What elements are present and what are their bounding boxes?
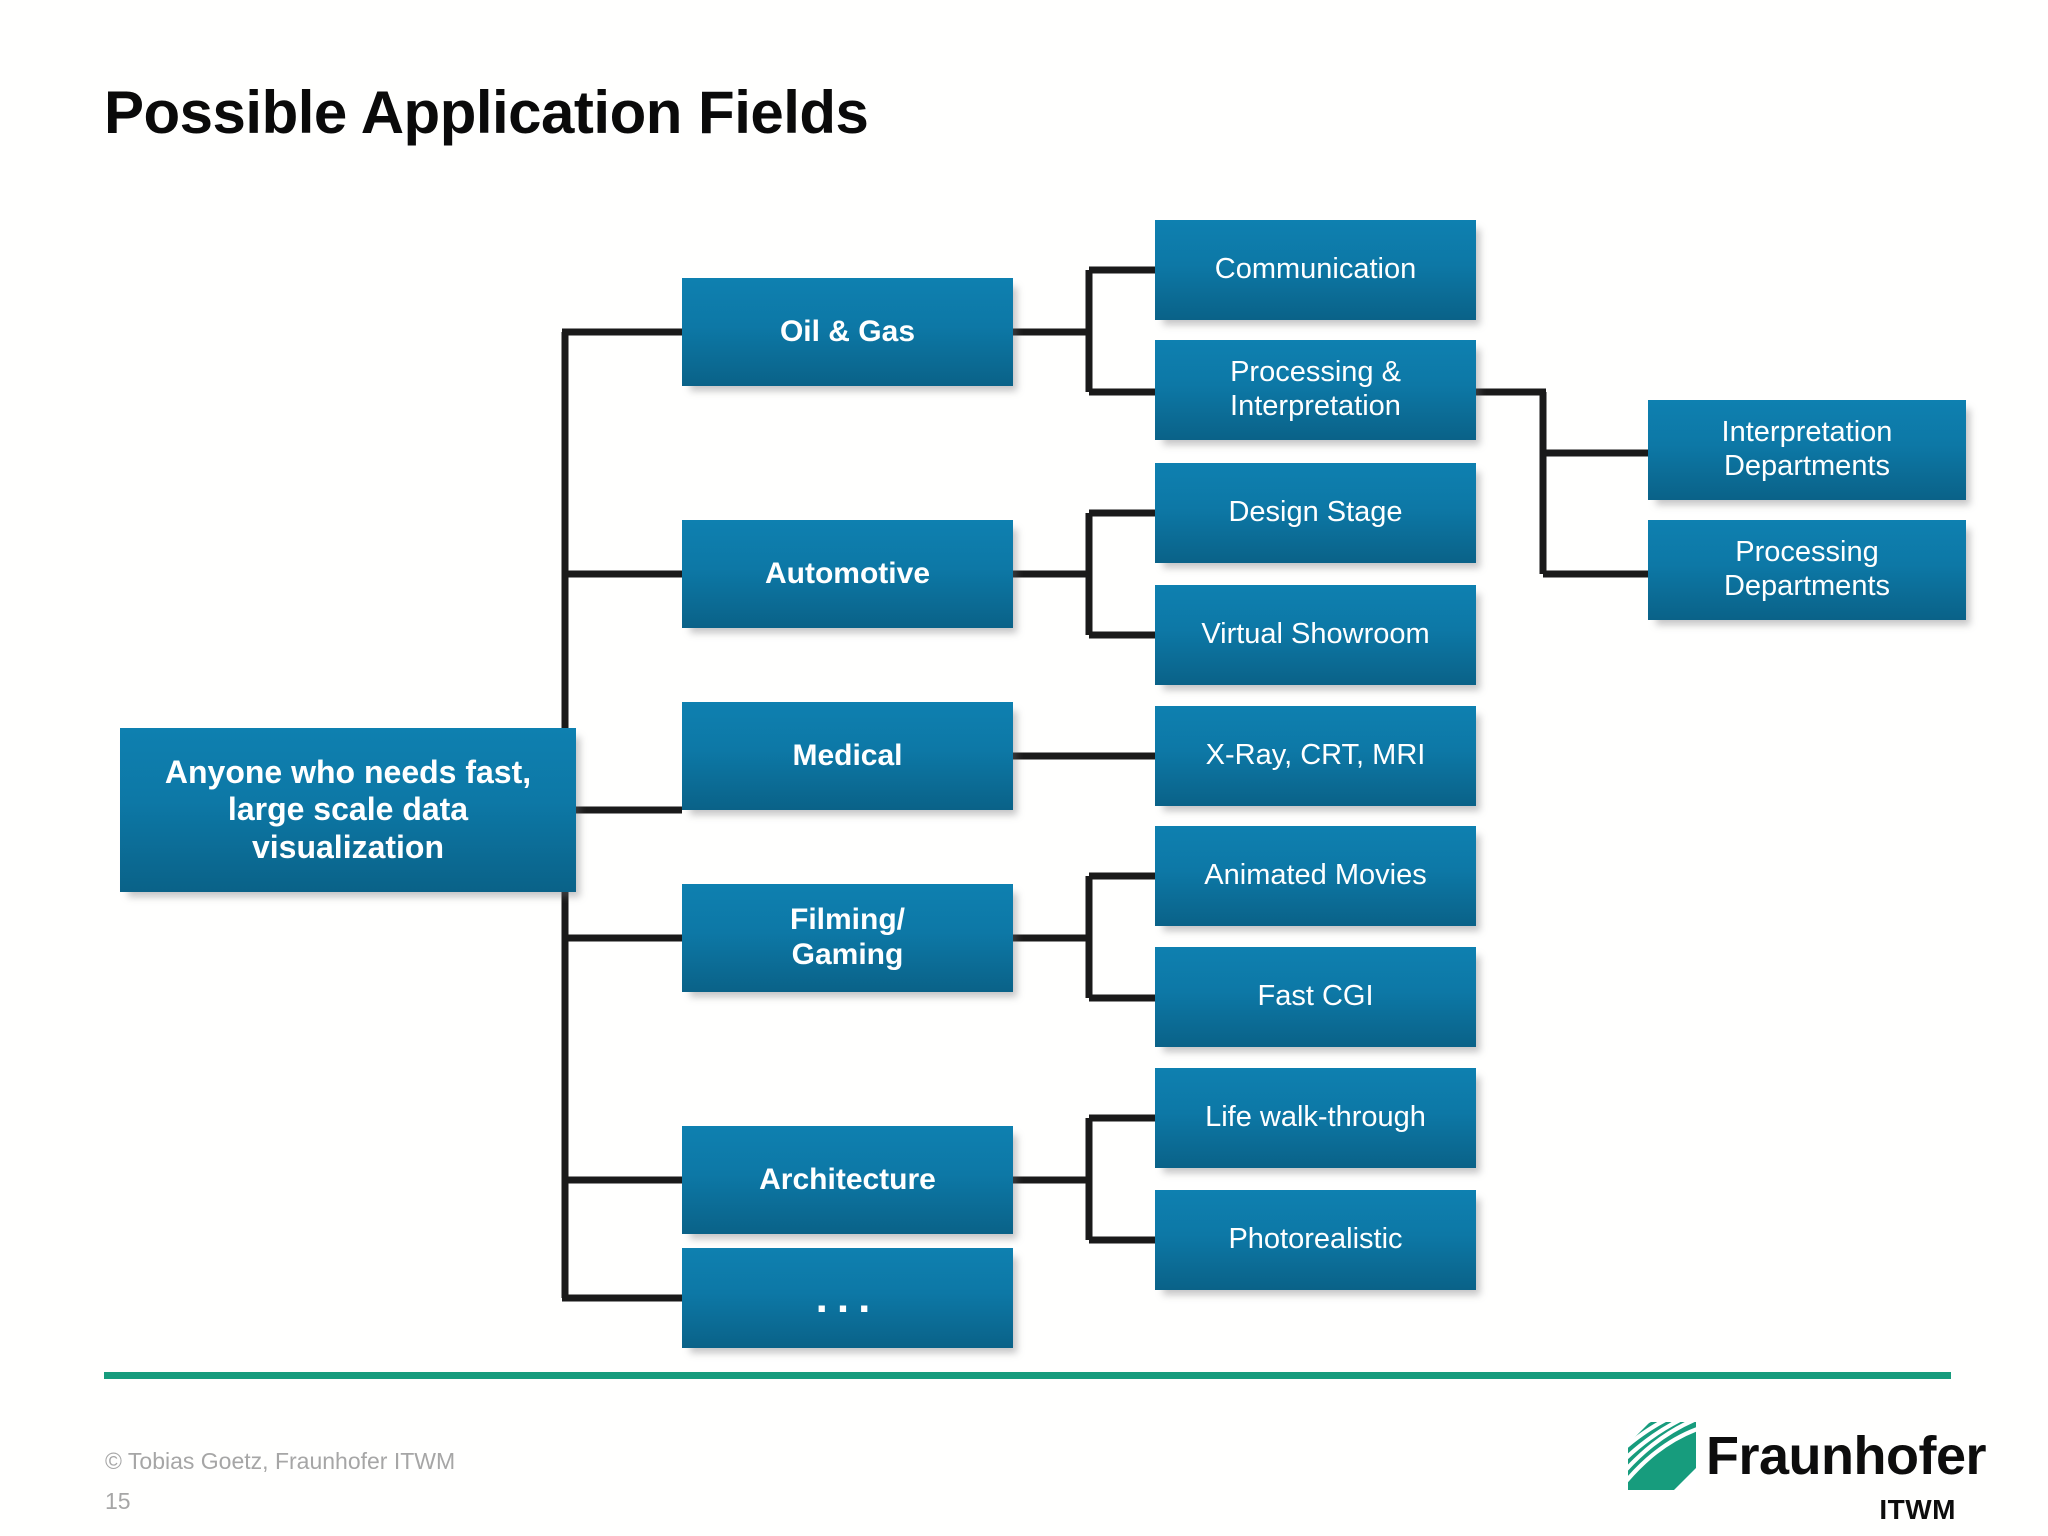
node-filming-gaming-label: Filming/Gaming: [790, 903, 905, 971]
fraunhofer-institute-subtitle: ITWM: [1879, 1494, 1956, 1525]
connector-lines: [561, 266, 1648, 1302]
node-fast-cgi[interactable]: Fast CGI: [1155, 947, 1476, 1047]
node-medical-label: Medical: [792, 738, 903, 772]
node-architecture-label: Architecture: [759, 1162, 936, 1196]
fraunhofer-logo-mark-icon: [1628, 1422, 1696, 1490]
page-number: 15: [105, 1488, 131, 1514]
node-automotive-label: Automotive: [765, 556, 930, 590]
node-xray-crt-mri-label: X-Ray, CRT, MRI: [1205, 739, 1426, 772]
node-photorealistic[interactable]: Photorealistic: [1155, 1190, 1476, 1290]
node-communication[interactable]: Communication: [1155, 220, 1476, 320]
node-processing-departments-label: Processing Departments: [1723, 536, 1890, 602]
node-automotive[interactable]: Automotive: [682, 520, 1013, 628]
fraunhofer-logo: Fraunhofer ITWM: [1628, 1422, 1987, 1525]
node-life-walk-through-label: Life walk-through: [1205, 1101, 1426, 1134]
node-medical[interactable]: Medical: [682, 702, 1013, 810]
node-design-stage[interactable]: Design Stage: [1155, 463, 1476, 563]
page-title: Possible Application Fields: [104, 79, 869, 146]
node-animated-movies[interactable]: Animated Movies: [1155, 826, 1476, 926]
node-animated-movies-label: Animated Movies: [1204, 859, 1427, 892]
node-oil-and-gas[interactable]: Oil & Gas: [682, 278, 1013, 386]
node-filming-gaming[interactable]: Filming/Gaming: [682, 884, 1013, 992]
node-processing-and-interpretation-label: Processing & Interpretation: [1230, 356, 1401, 422]
node-communication-label: Communication: [1214, 253, 1417, 286]
node-architecture[interactable]: Architecture: [682, 1126, 1013, 1234]
node-ellipsis[interactable]: ...: [682, 1248, 1013, 1348]
node-virtual-showroom[interactable]: Virtual Showroom: [1155, 585, 1476, 685]
fraunhofer-wordmark: Fraunhofer: [1706, 1426, 1987, 1486]
node-xray-crt-mri[interactable]: X-Ray, CRT, MRI: [1155, 706, 1476, 806]
node-photorealistic-label: Photorealistic: [1228, 1223, 1403, 1256]
node-virtual-showroom-label: Virtual Showroom: [1201, 618, 1430, 651]
copyright-text: © Tobias Goetz, Fraunhofer ITWM: [105, 1448, 456, 1474]
node-oil-and-gas-label: Oil & Gas: [779, 314, 916, 348]
node-design-stage-label: Design Stage: [1228, 496, 1403, 529]
footer-divider: [104, 1372, 1951, 1379]
node-interpretation-departments[interactable]: Interpretation Departments: [1648, 400, 1966, 500]
node-ellipsis-label: ...: [815, 1273, 880, 1322]
node-interpretation-departments-label: Interpretation Departments: [1721, 416, 1893, 482]
node-processing-departments[interactable]: Processing Departments: [1648, 520, 1966, 620]
node-fast-cgi-label: Fast CGI: [1257, 980, 1374, 1013]
node-processing-and-interpretation[interactable]: Processing & Interpretation: [1155, 340, 1476, 440]
node-life-walk-through[interactable]: Life walk-through: [1155, 1068, 1476, 1168]
